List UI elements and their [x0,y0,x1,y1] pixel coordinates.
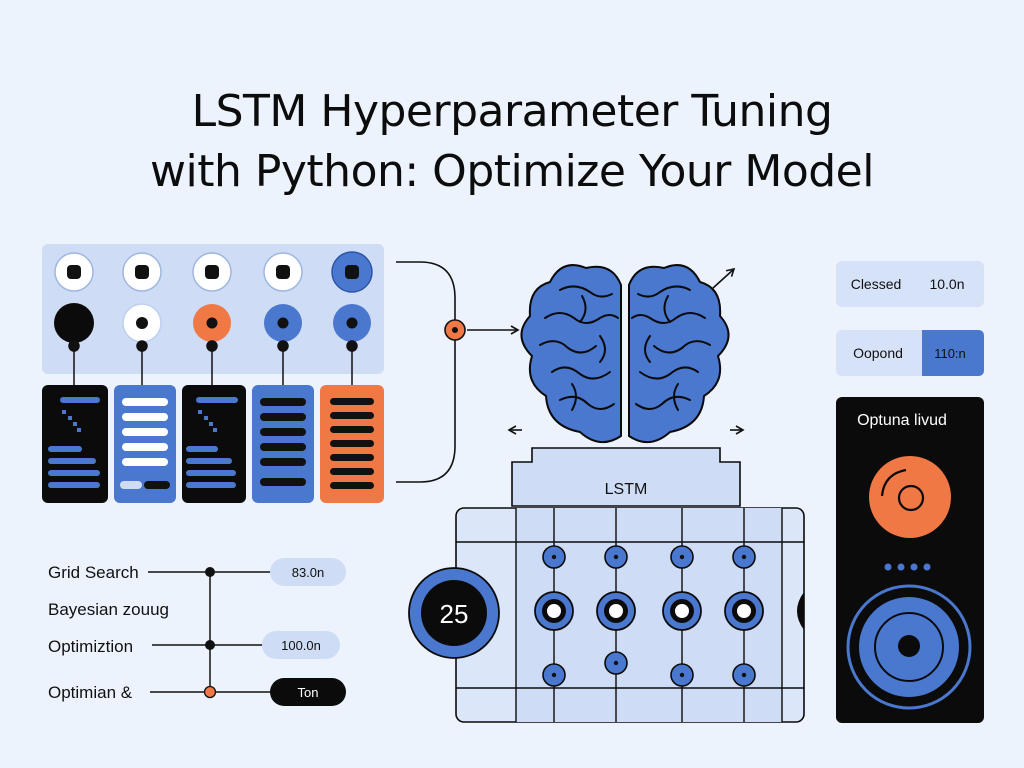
gate-row-top [542,545,756,569]
status-label-opened: Oopond [853,345,903,361]
node-1b[interactable] [54,303,94,343]
bracket-connector [396,261,520,483]
gate-node[interactable] [732,663,756,687]
lstm-cell-grid [455,507,805,723]
cell-output-tab [797,592,804,630]
cell-node[interactable] [534,591,574,631]
cell-row-middle [534,591,804,631]
brain-folds [539,285,711,411]
parameter-card-5[interactable] [320,385,384,503]
node-stems [68,340,358,385]
grid-search-score-pill[interactable]: 83.0n [270,558,346,586]
cell-node[interactable] [662,591,702,631]
connector-node[interactable] [444,319,466,341]
gate-row-lower [542,651,756,687]
search-methods: Grid Search Bayesian zouug Optimiztion O… [48,558,346,706]
brain-icon [520,264,730,443]
optuna-panel-title: Optuna livud [857,412,947,429]
method-bayesian[interactable]: Bayesian zouug [48,600,169,619]
optuna-orange-dial-icon[interactable] [869,456,951,538]
parameter-grid [42,244,384,503]
optimian-run-button[interactable]: Ton [270,678,346,706]
status-value-opened: 110:n [934,346,966,361]
gate-node[interactable] [732,545,756,569]
parameter-card-4[interactable] [252,385,314,503]
parameter-card-1[interactable] [42,385,108,503]
brain-arrows [507,267,745,435]
page-title-line-1: LSTM Hyperparameter Tuning [191,86,833,137]
status-row-closed[interactable]: Clessed 10.0n [836,261,984,307]
status-value-closed: 10.0n [929,276,964,292]
top-node-row [54,251,373,293]
gate-node[interactable] [542,663,566,687]
optuna-panel: Optuna livud [836,397,984,723]
parameter-card-2[interactable] [114,385,176,503]
gate-node[interactable] [604,651,628,675]
status-label-closed: Clessed [851,276,902,292]
gate-node[interactable] [604,545,628,569]
gate-node[interactable] [670,545,694,569]
method-optimian[interactable]: Optimian & [48,683,133,702]
cell-node[interactable] [724,591,764,631]
lstm-block: LSTM [511,447,741,507]
epoch-counter-value: 25 [440,599,469,629]
svg-text:83.0n: 83.0n [292,565,325,580]
bottom-node-row [54,303,371,343]
methods-connector [148,571,272,693]
method-optimization[interactable]: Optimiztion [48,637,133,656]
optuna-speaker-icon[interactable] [846,584,972,710]
svg-text:Ton: Ton [298,685,319,700]
gate-node[interactable] [542,545,566,569]
method-grid-search[interactable]: Grid Search [48,563,139,582]
lstm-label: LSTM [605,481,648,498]
brain-left-hemisphere [520,264,622,443]
parameter-card-3[interactable] [182,385,246,503]
status-row-opened[interactable]: Oopond 110:n [836,330,984,376]
optimization-score-pill[interactable]: 100.0n [262,631,340,659]
svg-text:100.0n: 100.0n [281,638,321,653]
gate-node[interactable] [670,663,694,687]
brain-right-hemisphere [628,264,730,443]
page-title-line-2: with Python: Optimize Your Model [150,146,874,197]
cell-node[interactable] [596,591,636,631]
optuna-progress-dots [884,563,931,571]
epoch-counter-badge[interactable]: 25 [408,567,500,659]
